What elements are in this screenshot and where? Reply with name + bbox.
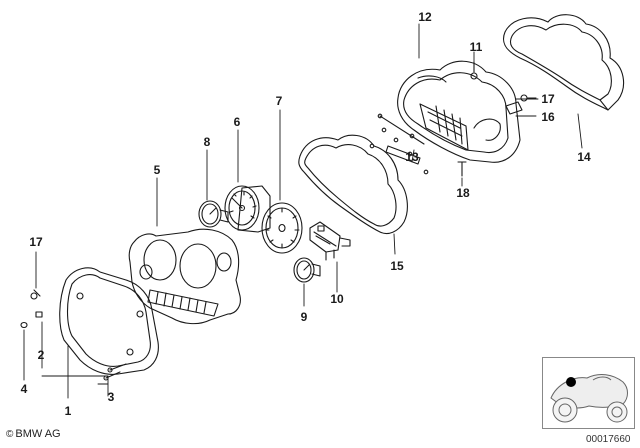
part-label-16[interactable]: 16 (541, 110, 555, 124)
middle-gasket (298, 134, 408, 235)
screws-13 (369, 113, 429, 175)
circuit-module-10 (309, 221, 351, 261)
clip-16 (505, 101, 523, 115)
part-label-12[interactable]: 12 (418, 10, 432, 24)
part-label-17-right[interactable]: 17 (541, 92, 555, 106)
tachometer (224, 185, 271, 233)
small-gauge-9 (293, 257, 321, 283)
part-label-4[interactable]: 4 (20, 382, 28, 396)
part-label-17-left[interactable]: 17 (29, 235, 43, 249)
grommet-4 (20, 321, 28, 329)
part-label-14[interactable]: 14 (577, 150, 591, 164)
small-gauge-8 (198, 200, 229, 228)
location-marker-icon (566, 377, 576, 387)
instrument-face-panel-5 (128, 228, 241, 325)
image-number: 00017660 (586, 434, 631, 445)
screw-18 (457, 161, 467, 177)
part-label-2[interactable]: 2 (37, 348, 45, 362)
part-label-18[interactable]: 18 (456, 186, 470, 200)
part-label-3[interactable]: 3 (107, 390, 115, 404)
part-label-7[interactable]: 7 (275, 94, 283, 108)
screw-17-left (30, 289, 41, 300)
copyright-text: BMW AG (15, 428, 61, 440)
rear-frame-gasket (502, 14, 625, 111)
part-label-9[interactable]: 9 (300, 310, 308, 324)
front-cover-1 (59, 267, 159, 375)
part-label-8[interactable]: 8 (203, 135, 211, 149)
speedometer-dial (261, 202, 303, 254)
part-label-5[interactable]: 5 (153, 163, 161, 177)
copyright-notice: © BMW AG (6, 428, 61, 440)
part-label-11[interactable]: 11 (469, 40, 483, 54)
part-label-10[interactable]: 10 (330, 292, 344, 306)
leader-lines (23, 23, 583, 399)
copyright-icon: © (6, 428, 14, 440)
part-label-6[interactable]: 6 (233, 115, 241, 129)
part-label-1[interactable]: 1 (64, 404, 72, 418)
screw-11 (470, 61, 478, 80)
rear-housing (397, 60, 521, 163)
screw-17-right (520, 94, 537, 102)
part-label-13[interactable]: 13 (405, 150, 419, 164)
bushing-2 (35, 311, 43, 318)
motorcycle-thumbnail (542, 357, 635, 429)
part-label-15[interactable]: 15 (390, 259, 404, 273)
